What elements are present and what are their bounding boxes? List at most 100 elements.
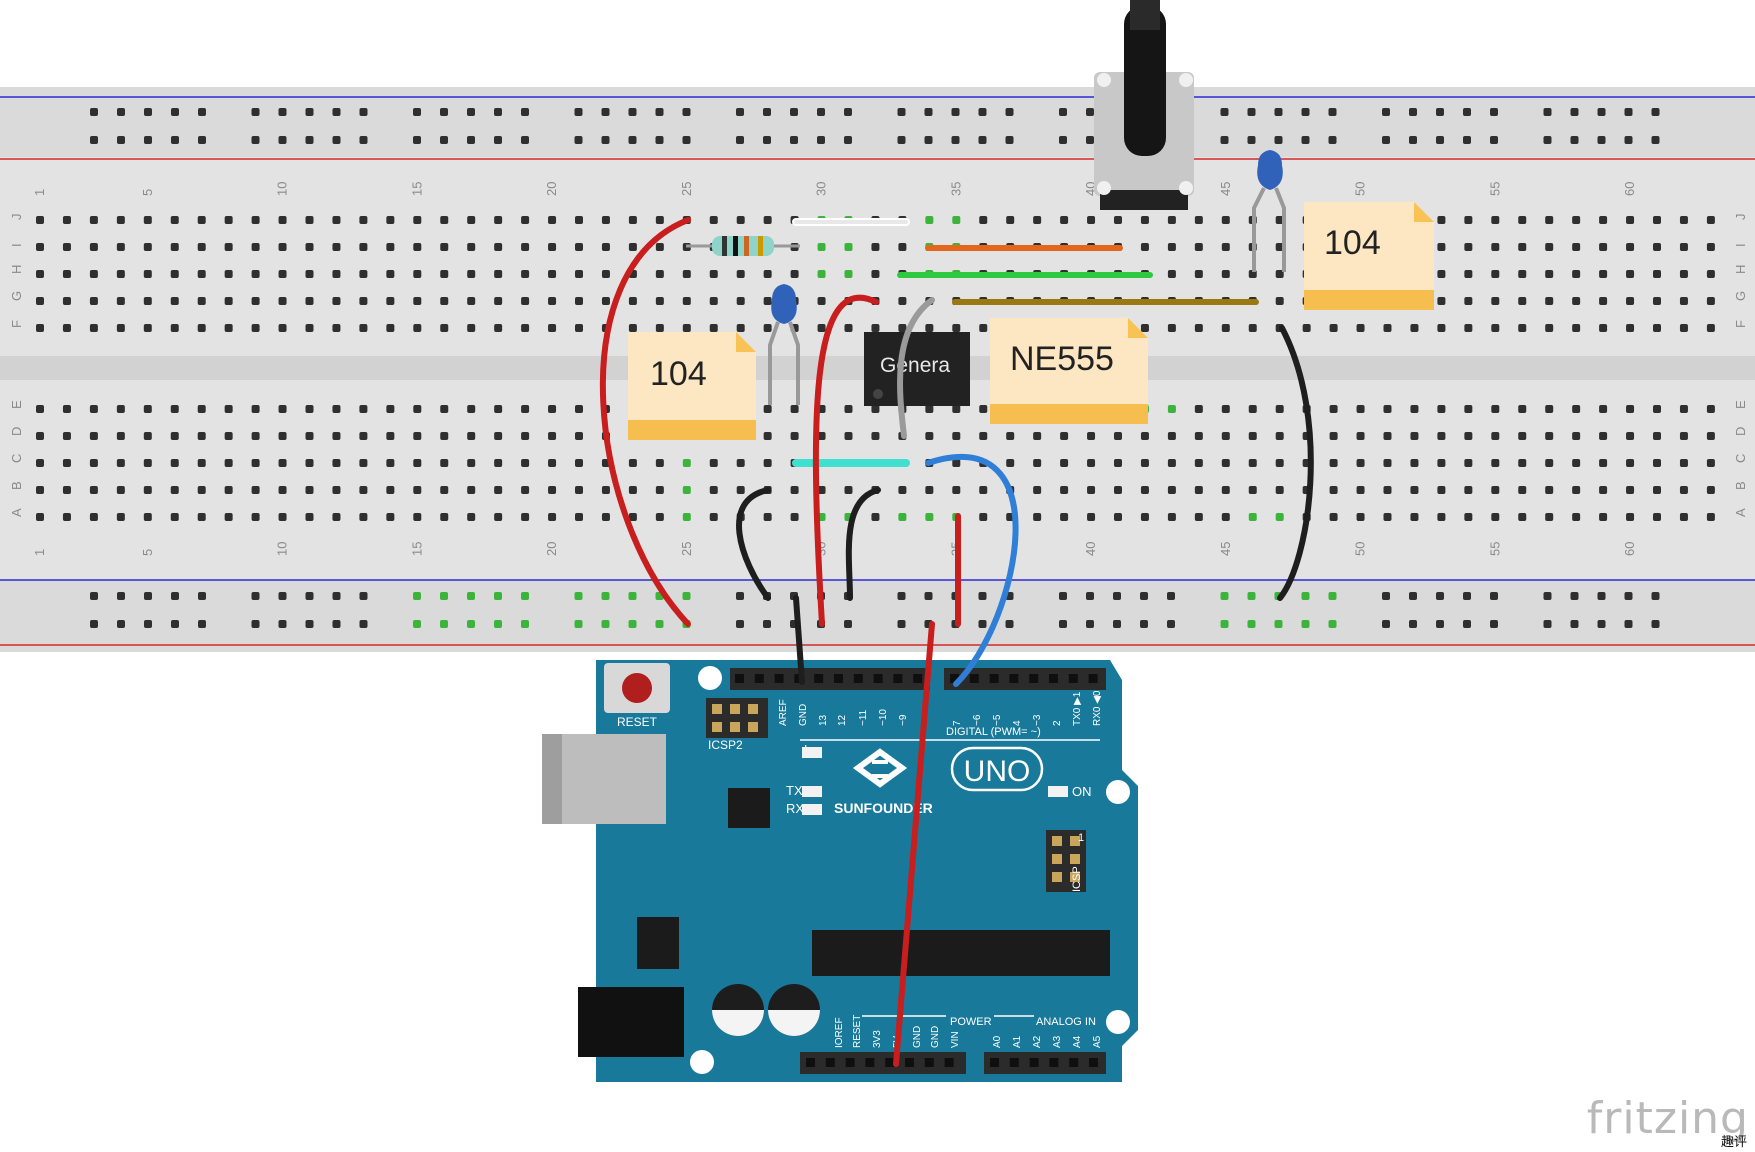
- breadboard-hole: [89, 243, 98, 251]
- header-pin: [1068, 674, 1078, 683]
- breadboard-hole: [1302, 324, 1311, 332]
- icsp-pin: [1070, 854, 1080, 864]
- breadboard-hole: [575, 432, 583, 440]
- digital-pin-label: ~10: [878, 709, 889, 726]
- breadboard-hole: [871, 513, 880, 521]
- potentiometer-knob[interactable]: [1124, 6, 1166, 156]
- breadboard-hole: [790, 432, 799, 440]
- rail-hole: [251, 108, 260, 116]
- rail-hole: [305, 620, 314, 628]
- breadboard-hole: [89, 459, 98, 467]
- breadboard-hole: [1033, 513, 1042, 521]
- analog-pin-label: A4: [1072, 1035, 1083, 1048]
- breadboard-hole: [1437, 243, 1446, 251]
- column-number: 25: [679, 542, 694, 556]
- breadboard-hole: [278, 216, 287, 224]
- breadboard-hole: [1275, 432, 1284, 440]
- breadboard-hole: [1491, 486, 1500, 494]
- breadboard-hole: [1194, 216, 1203, 224]
- row-letter: I: [9, 243, 24, 247]
- rail-hole: [1059, 136, 1067, 144]
- breadboard-hole: [709, 270, 718, 278]
- column-number: 5: [140, 189, 155, 196]
- rail-hole: [144, 136, 152, 144]
- icsp-pin1-label: 1: [1078, 832, 1084, 844]
- model-label: UNO: [964, 755, 1031, 788]
- breadboard-hole: [844, 405, 853, 413]
- breadboard-hole: [521, 297, 530, 305]
- digital-header-right: [944, 668, 1106, 690]
- rail-hole: [1301, 136, 1310, 144]
- rail-hole: [1490, 620, 1498, 628]
- breadboard-hole: [494, 297, 503, 305]
- breadboard-hole: [251, 459, 260, 467]
- breadboard-hole: [143, 270, 152, 278]
- atmega-chip: [812, 930, 1110, 976]
- breadboard-hole: [1653, 243, 1661, 251]
- breadboard-hole: [1275, 270, 1284, 278]
- breadboard-hole: [898, 243, 907, 251]
- breadboard-hole: [332, 297, 341, 305]
- breadboard-hole: [1626, 486, 1635, 494]
- header-pin: [873, 674, 883, 683]
- breadboard-hole: [224, 324, 233, 332]
- breadboard-hole: [1653, 270, 1661, 278]
- column-number: 25: [679, 182, 694, 196]
- breadboard-hole: [1167, 243, 1176, 251]
- breadboard-hole: [1572, 432, 1581, 440]
- rail-hole: [1328, 592, 1337, 600]
- rail-hole: [359, 136, 368, 144]
- rail-hole: [332, 136, 341, 144]
- rail-hole: [521, 620, 529, 628]
- breadboard-hole: [1706, 405, 1715, 413]
- breadboard-hole: [1087, 459, 1096, 467]
- breadboard-hole: [763, 324, 772, 332]
- breadboard-hole: [251, 486, 260, 494]
- breadboard-hole: [709, 297, 718, 305]
- breadboard-hole: [1599, 297, 1608, 305]
- analog-pin-label: A2: [1032, 1035, 1043, 1048]
- row-letter: D: [1733, 427, 1748, 436]
- rail-hole: [1382, 136, 1390, 144]
- breadboard-hole: [1221, 243, 1230, 251]
- breadboard-hole: [898, 297, 907, 305]
- rail-hole: [117, 592, 125, 600]
- breadboard-hole: [1518, 459, 1527, 467]
- breadboard-hole: [979, 405, 988, 413]
- note-ne555: NE555: [990, 318, 1148, 424]
- ic-label: Genera: [880, 354, 950, 377]
- breadboard-hole: [305, 486, 314, 494]
- breadboard-hole: [278, 243, 287, 251]
- breadboard-hole: [170, 297, 179, 305]
- rail-hole: [1382, 592, 1390, 600]
- brand-label: SUNFOUNDER: [834, 800, 933, 816]
- breadboard-hole: [1491, 270, 1500, 278]
- breadboard-hole: [736, 270, 745, 278]
- breadboard-hole: [548, 297, 557, 305]
- rail-hole: [790, 108, 798, 116]
- breadboard-hole: [1275, 513, 1284, 521]
- breadboard-hole: [170, 432, 179, 440]
- breadboard-hole: [251, 513, 260, 521]
- rail-hole: [332, 620, 341, 628]
- breadboard-hole: [1140, 486, 1149, 494]
- breadboard-hole: [1194, 243, 1203, 251]
- breadboard-hole: [1194, 270, 1203, 278]
- breadboard-hole: [467, 270, 476, 278]
- rail-hole: [467, 620, 475, 628]
- rail-hole: [1247, 620, 1256, 628]
- icsp2-pin: [748, 704, 758, 714]
- digital-pin-label: ~3: [1032, 714, 1043, 726]
- breadboard-hole: [655, 297, 664, 305]
- row-letter: G: [9, 291, 24, 301]
- breadboard-hole: [1033, 459, 1042, 467]
- breadboard-hole: [440, 459, 449, 467]
- breadboard-hole: [332, 513, 341, 521]
- rail-hole: [574, 108, 583, 116]
- breadboard-hole: [1383, 486, 1392, 494]
- breadboard-hole: [1167, 432, 1176, 440]
- breadboard-hole: [440, 486, 449, 494]
- rail-hole: [1328, 108, 1337, 116]
- reset-button-cap[interactable]: [622, 673, 652, 703]
- rail-hole: [171, 592, 179, 600]
